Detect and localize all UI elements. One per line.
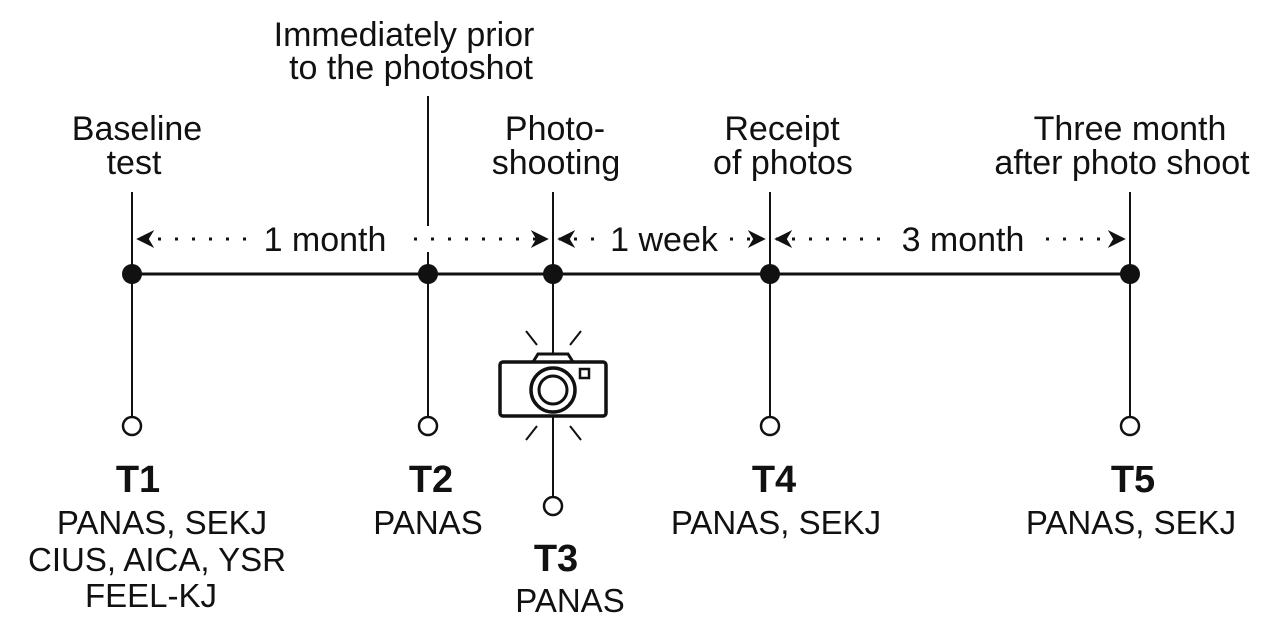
interval-3-label: 3 month	[902, 221, 1025, 259]
t2-label-line-2: to the photoshot	[289, 49, 533, 87]
t4-code: T4	[752, 459, 796, 501]
camera-lens-outer	[529, 366, 577, 414]
t4-axis-dot	[760, 264, 780, 284]
t3-label-line-1: Photo-	[505, 110, 605, 148]
timepoint-t1: Baseline test T1 PANAS, SEKJ CIUS, AICA,…	[28, 110, 286, 614]
interval-1-month: 1 month	[136, 221, 549, 259]
t2-open-marker	[417, 415, 439, 437]
t4-label-line-2: of photos	[713, 144, 853, 182]
camera-lens-inner	[537, 374, 569, 406]
t1-label-line-1: Baseline	[72, 110, 202, 148]
t5-axis-dot	[1120, 264, 1140, 284]
timepoint-t2: Immediately prior to the photoshot T2 PA…	[274, 16, 535, 541]
camera-viewfinder	[578, 367, 591, 380]
t5-open-marker	[1119, 415, 1141, 437]
interval-2-label: 1 week	[610, 221, 719, 259]
timepoint-t4: Receipt of photos T4 PANAS, SEKJ	[671, 110, 881, 541]
t1-measure-2: CIUS, AICA, YSR	[28, 541, 286, 578]
camera-flash-ray	[569, 425, 582, 441]
t1-code: T1	[116, 459, 160, 501]
t3-label-line-2: shooting	[492, 144, 621, 182]
t3-measure-1: PANAS	[515, 582, 624, 619]
interval-1-week: 1 week	[557, 221, 766, 259]
timepoint-t3: Photo- shooting T3 PANAS	[492, 110, 625, 619]
t1-label-line-2: test	[107, 144, 162, 182]
t2-measure-1: PANAS	[373, 504, 482, 541]
t4-label-line-1: Receipt	[724, 110, 840, 148]
t5-label-line-1: Three month	[1034, 110, 1227, 148]
camera-top-hump	[531, 352, 575, 363]
t2-code: T2	[409, 459, 453, 501]
t3-open-marker	[542, 495, 564, 517]
interval-1-label: 1 month	[264, 221, 387, 259]
t3-axis-dot	[543, 264, 563, 284]
t5-label-line-2: after photo shoot	[994, 144, 1250, 182]
t5-code: T5	[1111, 459, 1155, 501]
t4-measure-1: PANAS, SEKJ	[671, 504, 881, 541]
t1-open-marker	[121, 415, 143, 437]
timepoint-t5: Three month after photo shoot T5 PANAS, …	[994, 110, 1250, 541]
t1-measure-3: FEEL-KJ	[85, 577, 217, 614]
t2-label-line-1: Immediately prior	[274, 16, 535, 54]
camera-flash-ray	[569, 330, 582, 346]
camera-flash-ray	[525, 425, 538, 441]
camera-icon	[498, 322, 608, 441]
t1-measure-1: PANAS, SEKJ	[57, 504, 267, 541]
camera-flash-ray	[525, 330, 538, 346]
t5-measure-1: PANAS, SEKJ	[1026, 504, 1236, 541]
interval-3-month: 3 month	[774, 221, 1126, 259]
t3-code: T3	[534, 538, 578, 580]
t4-open-marker	[759, 415, 781, 437]
t1-axis-dot	[122, 264, 142, 284]
t2-axis-dot	[418, 264, 438, 284]
